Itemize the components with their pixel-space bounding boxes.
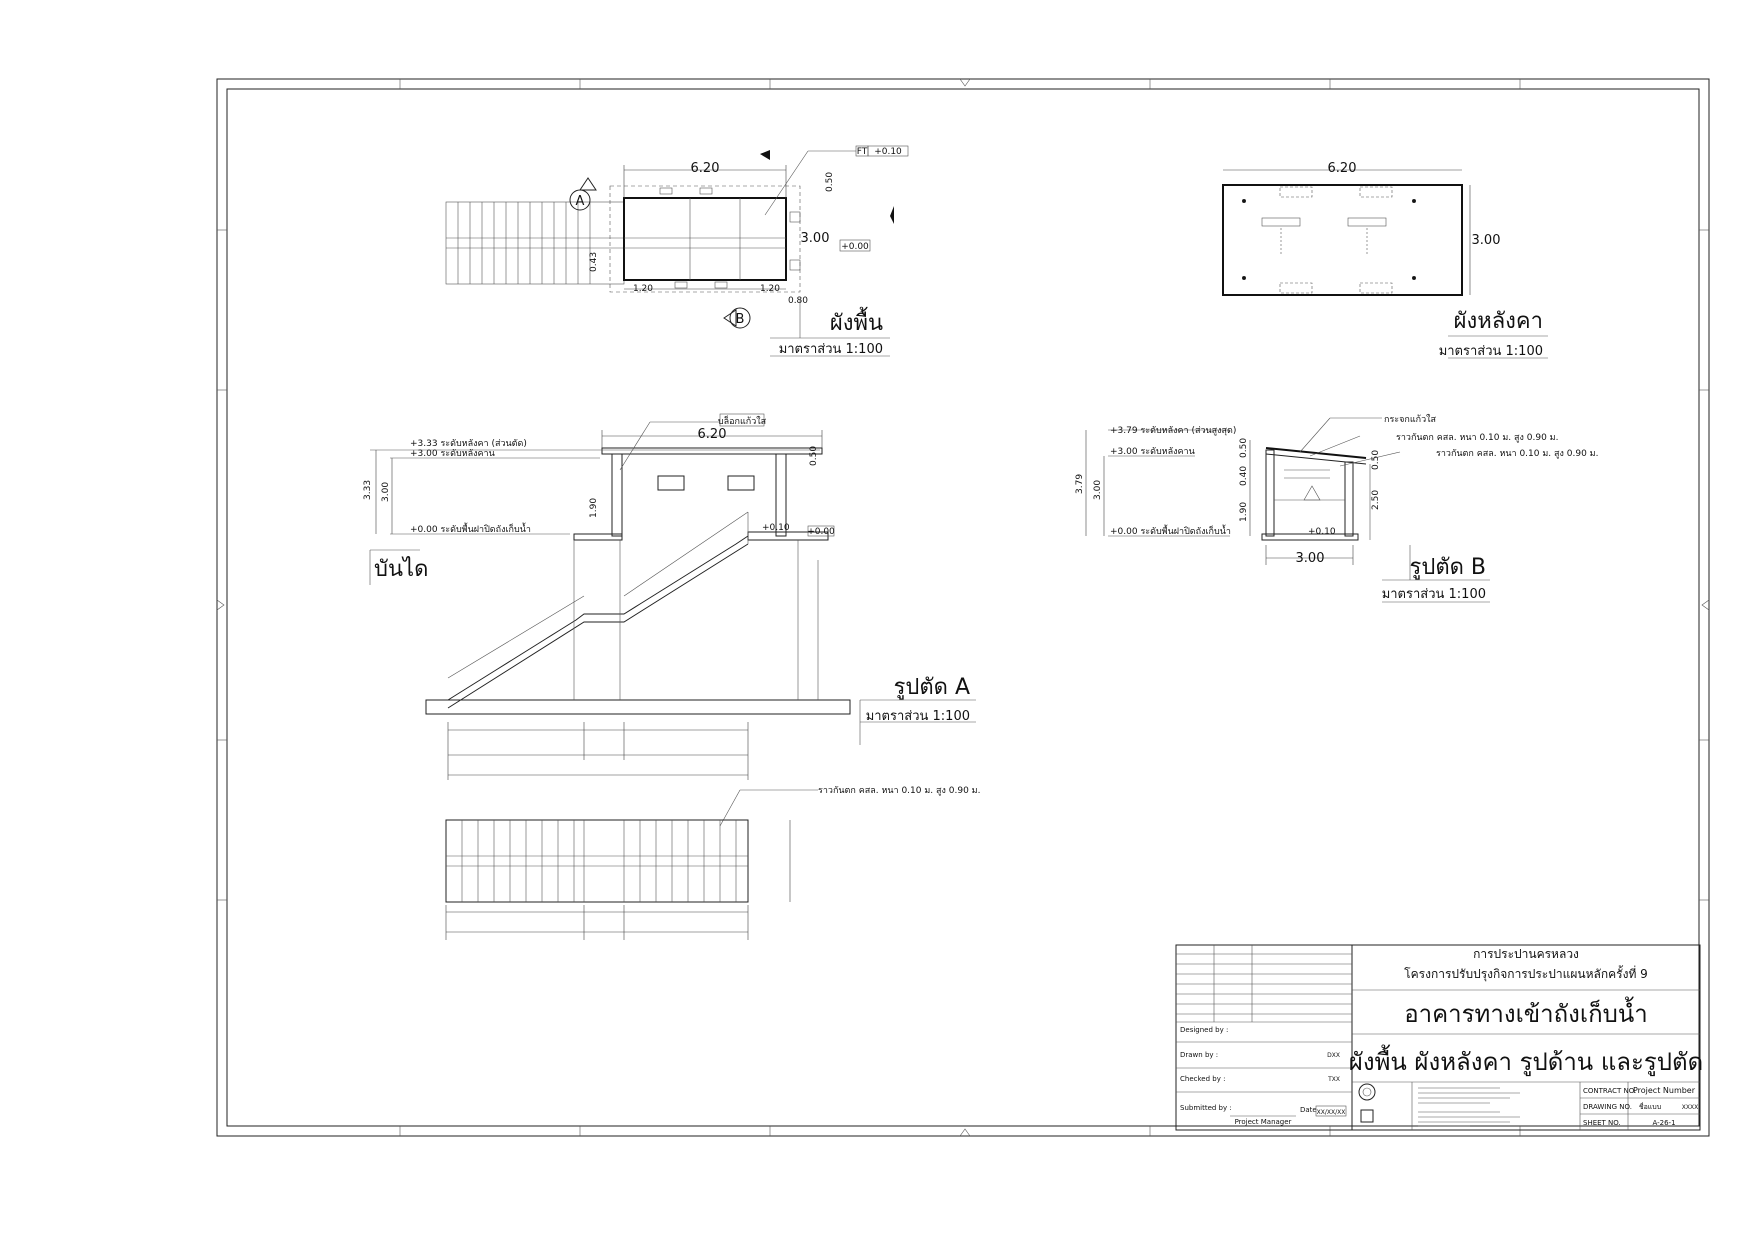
roof-scale: มาตราส่วน 1:100 <box>1439 344 1543 359</box>
drawn-code: DXX <box>1327 1052 1340 1059</box>
drawing-no-label: DRAWING NO. <box>1583 1103 1632 1111</box>
sheet-no: A-26-1 <box>1652 1119 1675 1127</box>
plan-dim-b: 0.43 <box>589 252 599 272</box>
sec-b-title: รูปตัด B <box>1410 555 1486 580</box>
sec-b-level-top: +3.79 ระดับหลังคา (ส่วนสูงสุด) <box>1110 426 1236 436</box>
sec-b-level-floor: +0.00 ระดับพื้นฝาปิดถังเก็บน้ำ <box>1110 524 1231 537</box>
building-name: อาคารทางเข้าถังเก็บน้ำ <box>1404 996 1648 1028</box>
plan-level-ft-value: +0.10 <box>874 147 902 157</box>
sec-a-level-zero: +0.00 <box>807 527 835 537</box>
sec-b-dim-h: 3.00 <box>1093 480 1103 500</box>
sec-b-dim-right: 2.50 <box>1371 490 1381 510</box>
svg-text:A: A <box>576 194 585 209</box>
sec-b-railing-note-2: ราวกันตก คสล. หนา 0.10 ม. สูง 0.90 ม. <box>1436 449 1598 459</box>
plan-level-floor: +0.00 <box>841 242 869 252</box>
sec-b-level-top-small: +0.10 <box>1308 527 1336 537</box>
roof-outline <box>1222 184 1463 296</box>
plan-dim-right: 1.20 <box>760 284 780 294</box>
sec-b-railing-note-1: ราวกันตก คสล. หนา 0.10 ม. สูง 0.90 ม. <box>1396 433 1558 443</box>
plan-scale: มาตราส่วน 1:100 <box>779 342 883 357</box>
inner-border <box>226 88 1700 1127</box>
roof-plan: 6.20 3.00 ผังหลังคา มาตราส่วน 1:100 <box>1222 161 1548 359</box>
date-label: Date <box>1300 1106 1317 1114</box>
stair-elevation <box>445 819 791 940</box>
date-value: XX/XX/XX <box>1317 1109 1346 1116</box>
title-block: Designed by : Drawn by : DXX Checked by … <box>1175 944 1703 1131</box>
sec-a-railing-note: ราวกันตก คสล. หนา 0.10 ม. สูง 0.90 ม. <box>818 786 980 796</box>
sec-b-dim-right-top: 0.50 <box>1371 450 1381 470</box>
section-a: +3.33 ระดับหลังคา (ส่วนตัด) +3.00 ระดับห… <box>363 413 980 827</box>
plan-dim-side: 0.80 <box>788 296 808 306</box>
contract-no: Project Number <box>1633 1086 1696 1095</box>
drawing-no-b: XXXX <box>1682 1104 1698 1111</box>
sec-a-dim-h: 3.00 <box>381 482 391 502</box>
owner-name: การประปานครหลวง <box>1473 947 1579 961</box>
section-a-marker <box>569 189 591 211</box>
plan-level-ft: FT <box>857 147 868 157</box>
submitted-by-label: Submitted by : <box>1180 1104 1232 1112</box>
sec-a-dim-wall: 1.90 <box>589 498 599 518</box>
checked-code: TXX <box>1327 1076 1340 1083</box>
svg-text:B: B <box>736 312 745 327</box>
plan-building-outline <box>623 197 787 281</box>
checked-by-label: Checked by : <box>1180 1075 1225 1083</box>
roof-title: ผังหลังคา <box>1454 309 1543 334</box>
plan-dim-depth: 3.00 <box>801 231 830 246</box>
drawing-no-a: ชื่อแบบ <box>1639 1102 1661 1111</box>
sec-a-title: รูปตัด A <box>894 675 970 700</box>
contract-no-label: CONTRACT NO. <box>1583 1087 1636 1095</box>
border-ticks <box>216 78 1710 1137</box>
sec-a-dim-total-h: 3.33 <box>363 480 373 500</box>
plan-title: ผังพื้น <box>830 307 883 336</box>
project-manager: Project Manager <box>1235 1118 1292 1126</box>
outer-border <box>216 78 1710 1137</box>
designed-by-label: Designed by : <box>1180 1026 1228 1034</box>
drawing-title: ผังพื้น ผังหลังคา รูปด้าน และรูปตัด <box>1349 1044 1703 1077</box>
sec-b-dim-wall: 1.90 <box>1239 502 1249 522</box>
roof-dim-depth: 3.00 <box>1472 233 1501 248</box>
sec-b-level-beam: +3.00 ระดับหลังคาน <box>1110 447 1195 457</box>
roof-dim-width: 6.20 <box>1328 161 1357 176</box>
plan-dim-width: 6.20 <box>691 161 720 176</box>
project-name: โครงการปรับปรุงกิจการประปาแผนหลักครั้งที… <box>1404 965 1648 982</box>
sec-b-glass-note: กระจกแก้วใส <box>1384 414 1437 425</box>
sec-a-level-top: +0.10 <box>762 523 790 533</box>
section-b: +3.79 ระดับหลังคา (ส่วนสูงสุด) +3.00 ระด… <box>1075 414 1598 603</box>
sec-a-dim-width: 6.20 <box>698 427 727 442</box>
sec-b-dim-total: 3.79 <box>1075 474 1085 494</box>
stair-label: บันได <box>374 556 428 582</box>
sec-b-dim-mid: 0.40 <box>1239 466 1249 486</box>
sec-a-skylight-note: บล็อกแก้วใส <box>718 414 767 427</box>
roof-drains <box>1242 199 1416 280</box>
sec-b-dim-roof: 0.50 <box>1239 438 1249 458</box>
consultant-logo-icon <box>1360 1109 1374 1123</box>
sec-a-dim-roof: 0.50 <box>809 446 819 466</box>
ground-slab <box>425 699 851 715</box>
sec-a-scale: มาตราส่วน 1:100 <box>866 709 970 724</box>
sec-b-dim-width: 3.00 <box>1296 551 1325 566</box>
plan-dim-a: 0.50 <box>825 172 835 192</box>
drawn-by-label: Drawn by : <box>1180 1051 1218 1059</box>
sec-b-scale: มาตราส่วน 1:100 <box>1382 587 1486 602</box>
owner-seal-icon <box>1358 1083 1376 1101</box>
sec-a-level-beam: +3.00 ระดับหลังคาน <box>410 449 495 459</box>
plan-stair <box>445 201 625 285</box>
sheet-no-label: SHEET NO. <box>1583 1119 1621 1127</box>
floor-plan: 6.20 3.00 1.20 1.20 0.80 0.50 0.43 FT +0… <box>445 145 909 357</box>
sec-a-level-floor: +0.00 ระดับพื้นฝาปิดถังเก็บน้ำ <box>410 522 531 535</box>
sec-a-level-roof: +3.33 ระดับหลังคา (ส่วนตัด) <box>410 439 527 449</box>
plan-dim-left: 1.20 <box>633 284 653 294</box>
section-b-marker <box>729 307 751 329</box>
